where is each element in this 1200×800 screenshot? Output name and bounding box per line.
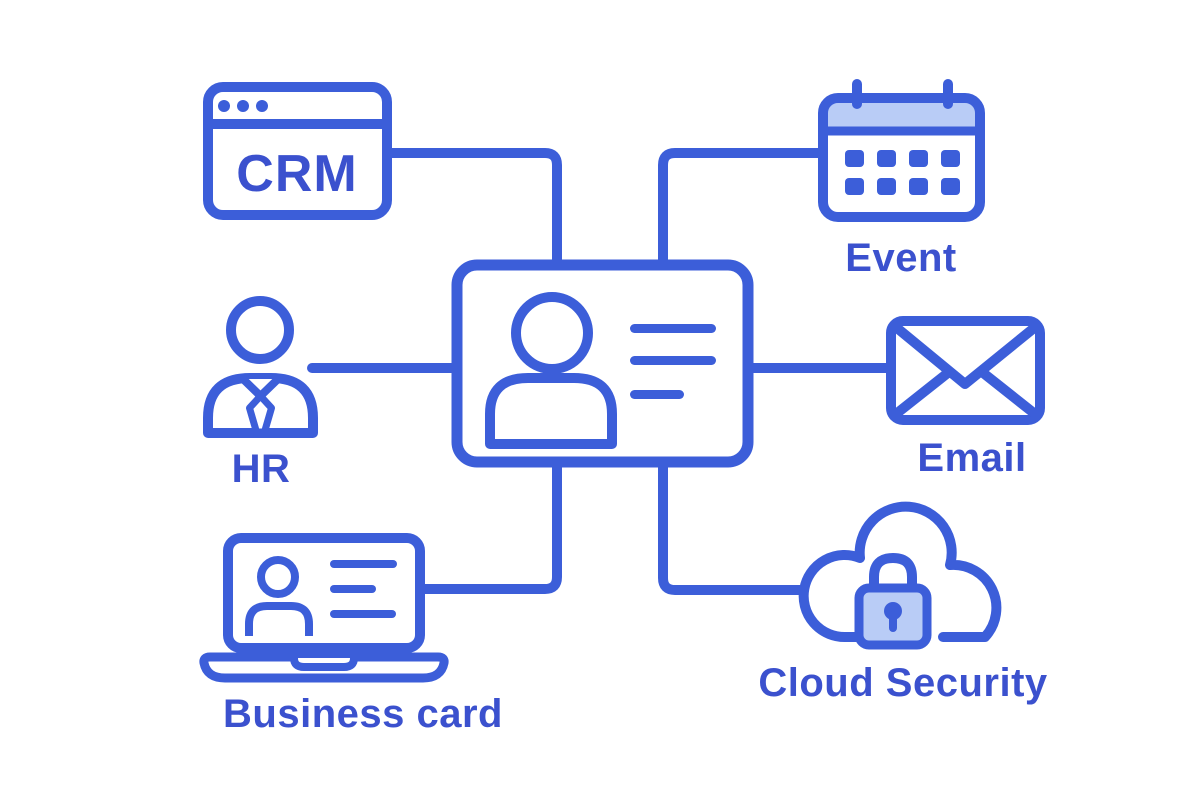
browser-dot-icon xyxy=(256,100,268,112)
browser-window-icon xyxy=(203,82,392,220)
email-label: Email xyxy=(917,436,1027,480)
id-card-person-body xyxy=(485,373,617,449)
business-card-label: Business card xyxy=(223,692,503,736)
connector-event xyxy=(658,148,827,268)
crm-label: CRM xyxy=(236,145,358,203)
id-card-text-lines xyxy=(630,324,716,399)
connector-lines xyxy=(307,148,899,595)
id-card-icon xyxy=(451,259,754,468)
browser-dot-icon xyxy=(218,100,230,112)
lock-shackle xyxy=(869,552,917,592)
calendar-date-dots xyxy=(845,150,960,195)
laptop-person-head xyxy=(257,556,299,598)
cloud-lock-icon xyxy=(798,501,1002,650)
envelope-icon xyxy=(886,316,1045,425)
laptop-notch xyxy=(290,657,358,671)
person-tie-icon xyxy=(203,296,318,438)
laptop-text-lines xyxy=(330,560,397,618)
laptop-contact-icon xyxy=(199,533,449,683)
connector-cloud-security xyxy=(658,454,808,595)
connector-business-card xyxy=(419,454,562,594)
cloud-security-label: Cloud Security xyxy=(758,661,1048,705)
lock-keyhole-stem xyxy=(889,611,897,632)
browser-dot-icon xyxy=(237,100,249,112)
id-card-person-head xyxy=(511,292,593,374)
hr-label: HR xyxy=(231,447,291,491)
event-label: Event xyxy=(845,236,957,280)
tie-icon xyxy=(246,392,275,436)
laptop-person-body xyxy=(245,602,313,636)
cloud-outline xyxy=(798,501,1002,643)
calendar-icon xyxy=(818,79,985,222)
connector-crm xyxy=(383,148,562,268)
